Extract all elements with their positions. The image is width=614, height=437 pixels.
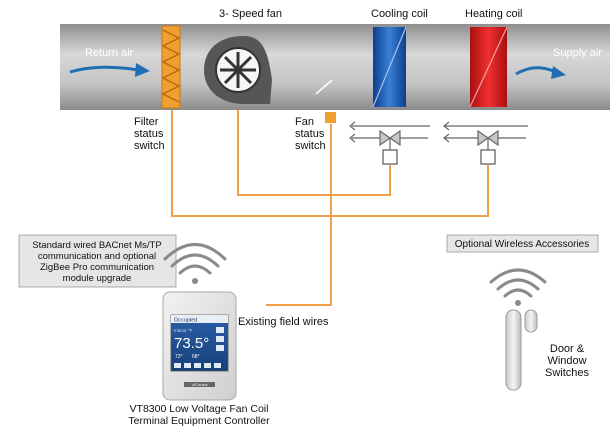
communication-line-3: ZigBee Pro communication (40, 262, 154, 273)
thermostat-side-buttons (216, 327, 224, 351)
communication-line-1: Standard wired BACnet Ms/TP (32, 240, 161, 251)
fan-status-line-3: switch (295, 140, 326, 152)
filter-status-line-1: Filter (134, 116, 159, 128)
wifi-signal-icon (489, 268, 547, 306)
thermostat-bottom-buttons (174, 363, 221, 368)
door-window-line-3: Switches (545, 367, 590, 379)
thermostat-setpoint-b: 68° (192, 354, 200, 360)
field-wires-label: Existing field wires (238, 316, 329, 328)
return-air-label: Return air (85, 47, 134, 59)
thermostat-screen (170, 314, 229, 372)
thermostat-logo: VIConics (184, 382, 215, 387)
cooling-valve (349, 121, 430, 165)
blower-fan-icon (204, 36, 272, 104)
communication-line-2: communication and optional (38, 251, 156, 262)
fan-status-switch (325, 112, 336, 123)
fan-status-label: Fan status switch (295, 116, 326, 152)
filter-status-line-3: switch (134, 140, 165, 152)
filter (161, 25, 181, 109)
air-duct (60, 24, 610, 110)
thermostat-status: Occupied (174, 318, 197, 324)
wireless-accessories-label: Optional Wireless Accessories (455, 239, 590, 250)
thermostat-brand: VIConics (191, 382, 207, 387)
duct-wire-stub (315, 79, 333, 95)
door-window-label: Door & Window Switches (545, 343, 590, 379)
thermostat-indoor-label: Indoor °F (174, 328, 193, 333)
thermostat-setpoint-a: 72° (175, 354, 183, 360)
door-window-line-2: Window (547, 355, 586, 367)
heating-coil-label: Heating coil (465, 8, 522, 20)
door-window-sensor (505, 309, 538, 391)
communication-note: Standard wired BACnet Ms/TP communicatio… (18, 234, 177, 288)
cooling-coil-label: Cooling coil (371, 8, 428, 20)
thermostat-temperature: 73.5° (174, 335, 209, 352)
controller-caption-line-1: VT8300 Low Voltage Fan Coil (130, 403, 269, 415)
supply-air-label: Supply air (553, 47, 602, 59)
wireless-accessories-note: Optional Wireless Accessories (446, 234, 599, 253)
wifi-signal-icon (163, 243, 227, 284)
fan-label: 3- Speed fan (219, 8, 282, 20)
door-window-line-1: Door & (550, 343, 585, 355)
filter-status-line-2: status (134, 128, 164, 140)
communication-line-4: module upgrade (63, 273, 132, 284)
heating-valve (443, 121, 528, 165)
controller-caption-line-2: Terminal Equipment Controller (128, 415, 270, 427)
heating-coil (469, 26, 508, 108)
controller-caption: VT8300 Low Voltage Fan Coil Terminal Equ… (128, 403, 270, 427)
thermostat: Occupied Indoor °F 73.5° 72° 68° VIConic… (162, 291, 237, 401)
control-wires (171, 110, 489, 306)
supply-air-arrow (515, 66, 566, 79)
fan-status-line-1: Fan (295, 116, 314, 128)
filter-status-label: Filter status switch (134, 116, 165, 152)
return-air-arrow (69, 63, 150, 77)
cooling-coil (372, 26, 407, 108)
fan-status-line-2: status (295, 128, 325, 140)
